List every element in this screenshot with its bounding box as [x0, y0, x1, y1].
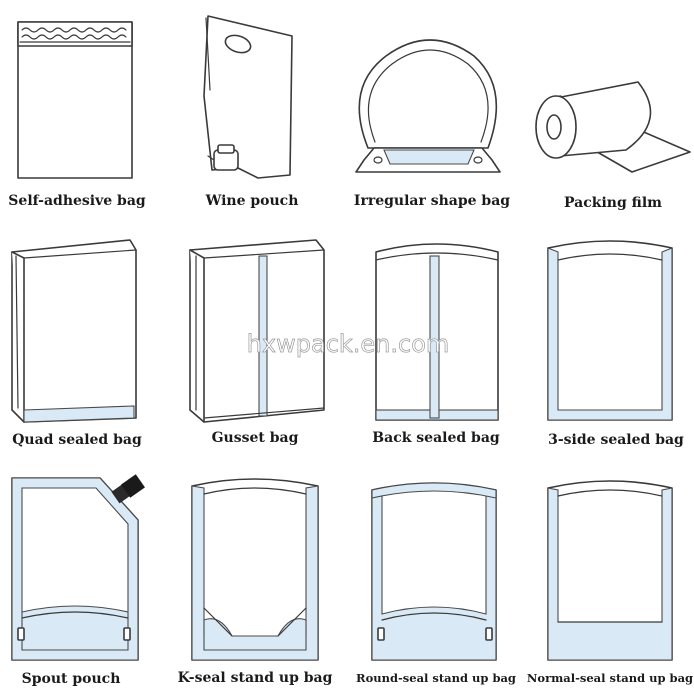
label-self-adhesive-bag: Self-adhesive bag	[8, 193, 146, 209]
k-seal-stand-up-bag-illustration	[191, 478, 319, 661]
label-packing-film: Packing film	[564, 195, 662, 211]
label-normal-seal-stand-up-bag: Normal-seal stand up bag	[527, 671, 693, 685]
self-adhesive-bag-illustration	[17, 21, 133, 179]
label-wine-pouch: Wine pouch	[205, 193, 299, 209]
three-side-sealed-bag-illustration	[547, 240, 673, 421]
watermark-text: hxwpack.en.com	[247, 330, 450, 358]
label-gusset-bag: Gusset bag	[212, 430, 299, 446]
label-spout-pouch: Spout pouch	[22, 671, 121, 687]
spout-cap-icon	[111, 474, 145, 504]
quad-sealed-bag-illustration	[11, 239, 137, 423]
back-sealed-bag-illustration	[375, 243, 499, 421]
label-irregular-shape-bag: Irregular shape bag	[354, 193, 510, 209]
normal-seal-stand-up-bag-illustration	[547, 480, 673, 661]
gusset-bag-illustration	[189, 239, 325, 423]
label-quad-sealed-bag: Quad sealed bag	[12, 432, 142, 448]
label-back-sealed-bag: Back sealed bag	[372, 430, 500, 446]
label-k-seal-stand-up-bag: K-seal stand up bag	[178, 670, 333, 686]
wine-pouch-illustration	[203, 15, 293, 179]
spout-pouch-illustration	[11, 474, 145, 661]
label-round-seal-stand-up-bag: Round-seal stand up bag	[356, 671, 516, 685]
irregular-shape-bag-illustration	[355, 39, 501, 173]
label-3-side-sealed-bag: 3-side sealed bag	[548, 432, 684, 448]
round-seal-stand-up-bag-illustration	[371, 482, 497, 661]
packing-film-illustration	[535, 81, 691, 173]
